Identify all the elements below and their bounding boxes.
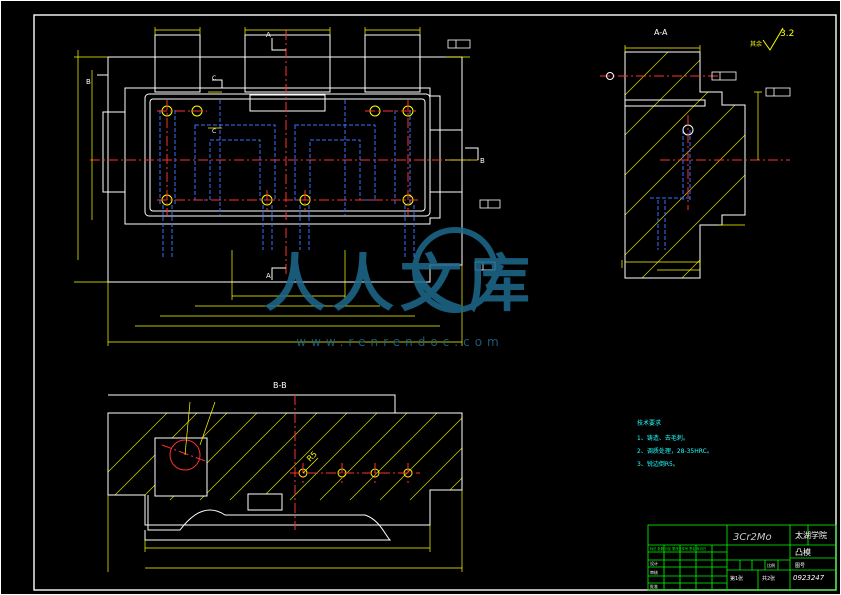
bb-top-step: [108, 394, 396, 413]
drawing-no-label: 图号: [795, 563, 805, 569]
aa-hidden: [650, 130, 692, 250]
slot-top: [249, 94, 326, 112]
section-bb-view: [107, 394, 463, 572]
label-design: 设计: [650, 560, 658, 566]
hidden-ribs: [159, 100, 415, 258]
label-cut-b-left: B: [86, 78, 91, 86]
scale-label: 比例: [767, 562, 775, 568]
view-labels: A-A B-B A A B B C C 3.2 其余 R5: [86, 28, 794, 463]
hatch-aa: [625, 52, 745, 278]
front-cavity-outline: [124, 87, 441, 225]
hatch-bb: [108, 413, 462, 501]
radius-label: R5: [305, 450, 319, 464]
label-approve: 批准: [650, 583, 658, 589]
label-b-b: B-B: [273, 381, 287, 390]
tech-note-2: 2、调质处理，28-35HRC。: [637, 447, 713, 455]
watermark-url: www.renrendoc.com: [296, 335, 503, 349]
material-text: 3Cr2Mo: [733, 532, 772, 543]
aa-centerlines: [600, 75, 790, 210]
roughness-mark: [762, 27, 784, 51]
front-centerlines: [90, 30, 470, 275]
header-row-text: 标记 处数 分区 更改文件号 签名 年月日: [650, 546, 706, 551]
front-view: [74, 27, 501, 346]
aa-outline: [624, 51, 746, 279]
frame-border: [33, 14, 837, 591]
total-text: 共2张: [762, 575, 775, 582]
aa-datum-symbol: [606, 72, 614, 80]
bb-dimensions: [107, 401, 463, 572]
label-a-a: A-A: [654, 28, 668, 37]
title-block-text: 3Cr2Mo 太湖学院 凸模 图号 0923247 比例 第1张 共2张 标记 …: [650, 530, 827, 589]
tech-note-1: 1、铸造、去毛刺。: [637, 434, 689, 442]
bb-slot: [247, 493, 283, 511]
part-name-text: 凸模: [795, 547, 811, 557]
boss-right: [364, 34, 421, 93]
label-cut-b-right: B: [480, 157, 485, 165]
aa-dimensions: [621, 45, 762, 271]
front-lip-right: [429, 129, 463, 193]
front-lip-left: [102, 111, 126, 193]
label-cut-c-bottom: C: [212, 128, 216, 135]
bb-bottom-curve: [144, 495, 392, 541]
bb-pocket: [154, 437, 208, 497]
boss-left: [154, 34, 201, 93]
front-dimensions: [74, 27, 478, 346]
front-inner-frame: [144, 93, 431, 217]
boss-center: [244, 34, 331, 93]
bb-bore: [169, 439, 201, 471]
watermark-circle: [412, 227, 498, 313]
aa-tolerance: [711, 71, 791, 97]
label-cut-c-top: C: [212, 75, 216, 82]
watermark-brand: 人人文库: [264, 247, 536, 320]
roughness-value: 3.2: [780, 29, 794, 39]
label-cut-a-top: A: [266, 31, 271, 39]
title-block: [647, 524, 837, 591]
front-inner-frame-2: [149, 98, 426, 212]
sheet-text: 第1张: [730, 575, 743, 582]
tech-note-3: 3、锐边倒R5。: [637, 460, 679, 468]
drawing-no-text: 0923247: [793, 574, 825, 582]
roughness-note: 其余: [750, 40, 762, 48]
school-text: 太湖学院: [795, 530, 827, 540]
cut-markers: [97, 38, 479, 280]
watermark: 人人文库 www.renrendoc.com: [264, 227, 536, 349]
label-cut-a-bottom: A: [266, 272, 271, 280]
aa-dovetail: [625, 99, 706, 107]
tech-notes: 技术要求 1、铸造、去毛刺。 2、调质处理，28-35HRC。 3、锐边倒R5。: [637, 419, 713, 468]
tech-notes-heading: 技术要求: [637, 419, 661, 427]
label-check: 审核: [650, 569, 658, 575]
section-aa-view: [600, 27, 791, 279]
